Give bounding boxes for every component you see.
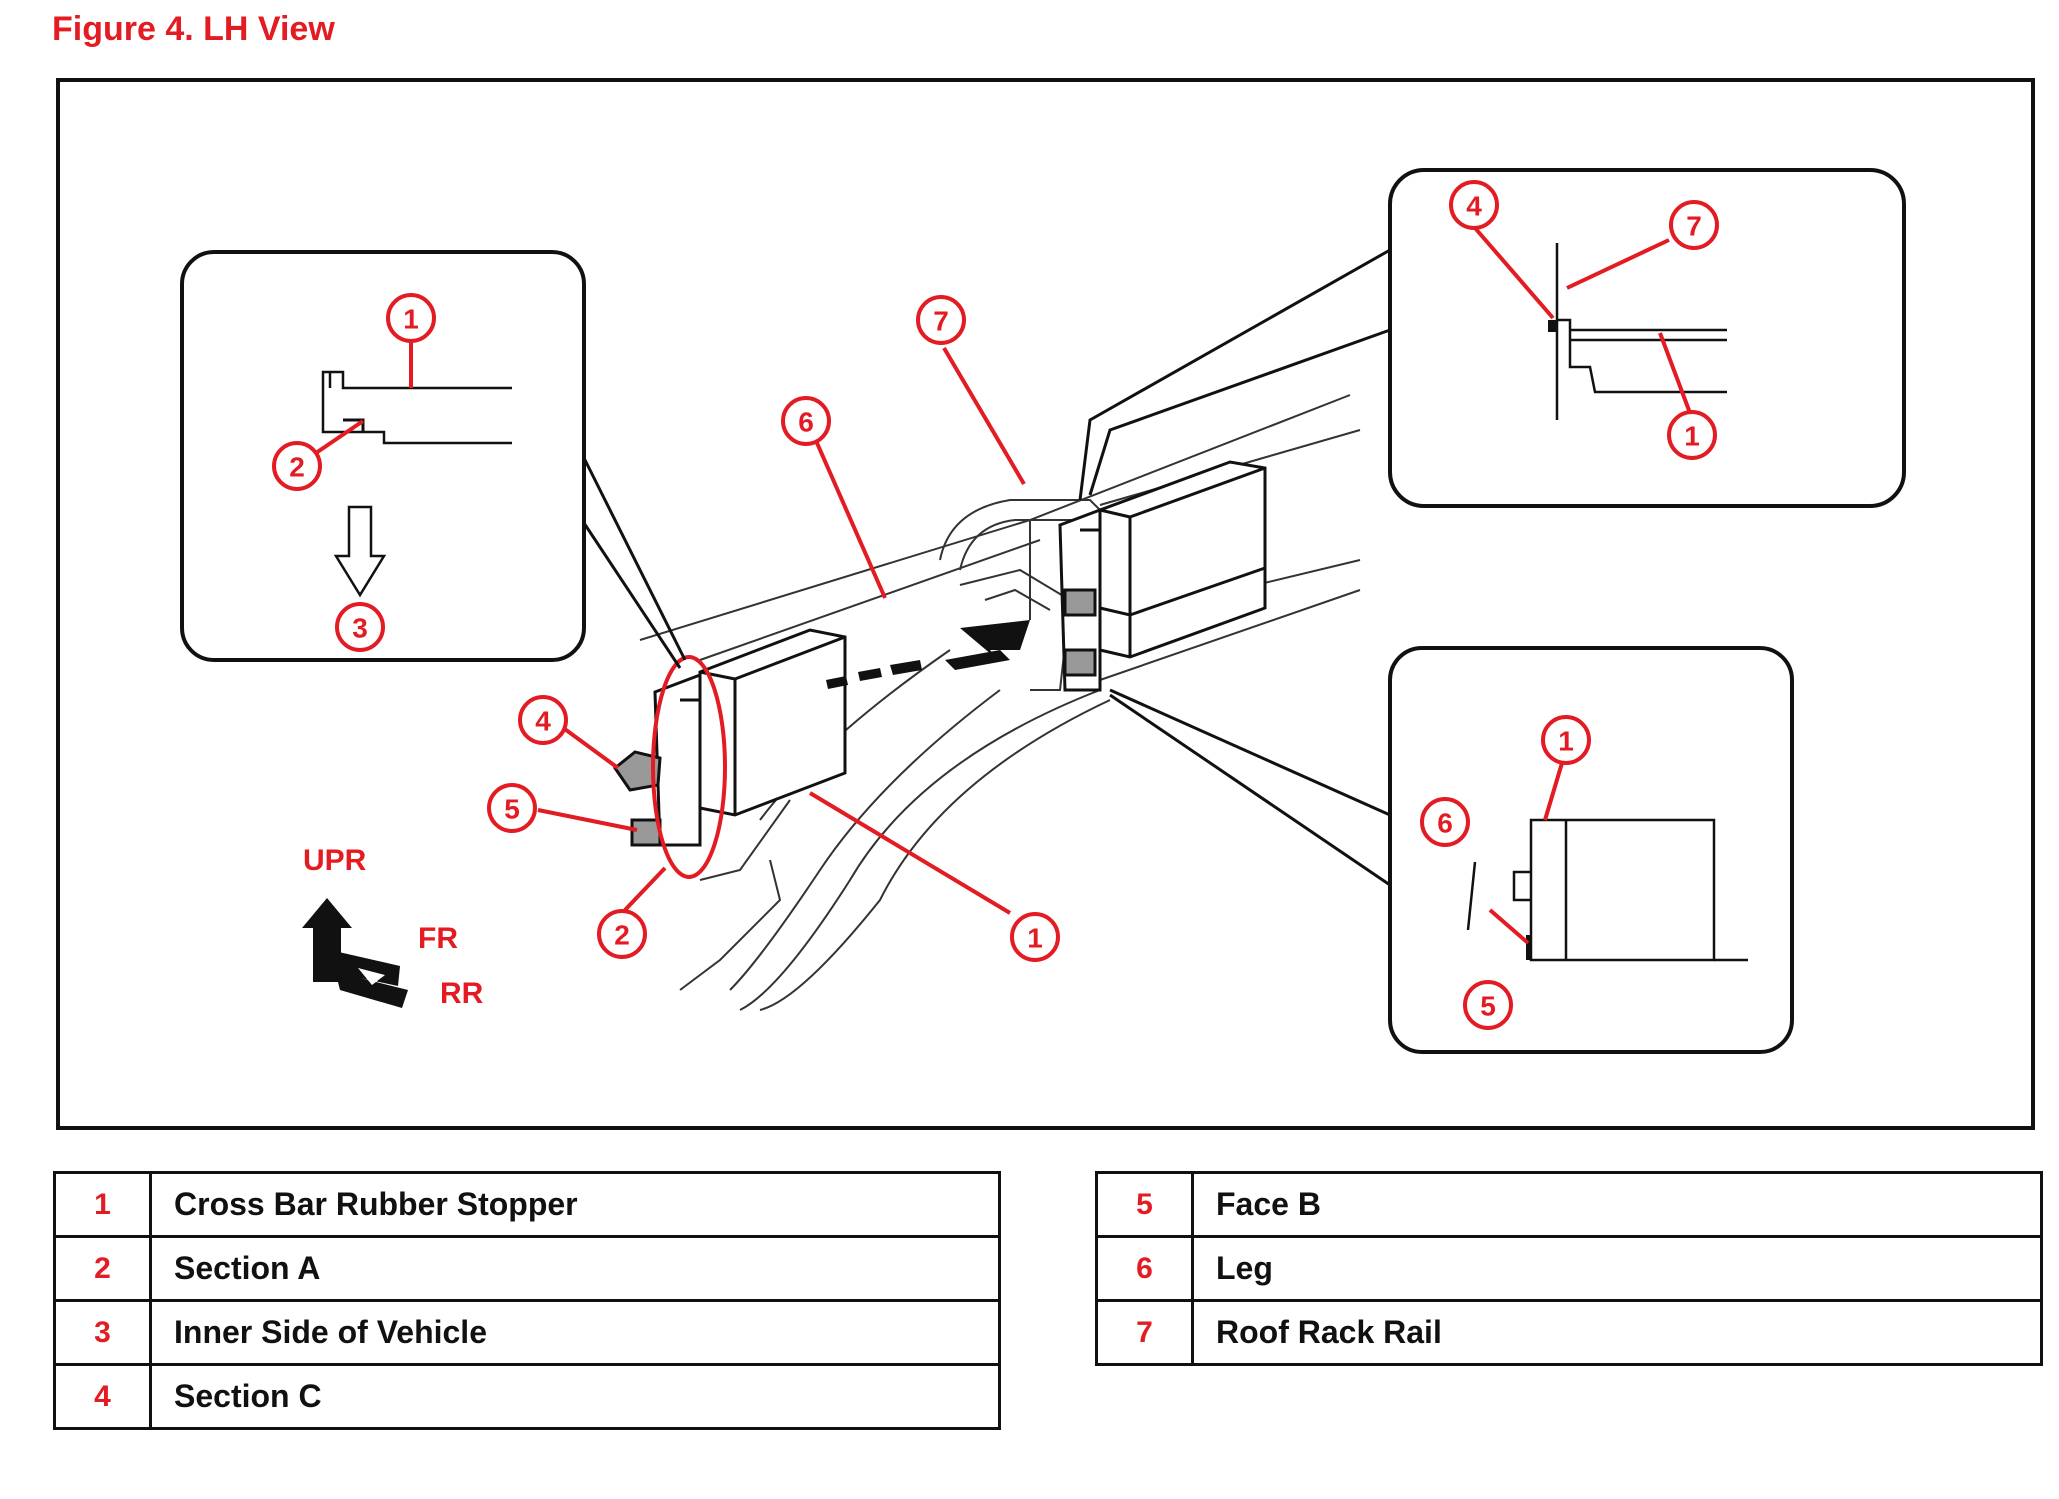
legend-table-right: 5 Face B 6 Leg 7 Roof Rack Rail	[1095, 1171, 2043, 1366]
orientation-indicator: UPR FR RR	[302, 844, 484, 1010]
callout-6-inset-b: 6	[1437, 808, 1453, 839]
inset-face-b	[1109, 646, 1794, 1054]
legend-row: 6 Leg	[1095, 1235, 2043, 1302]
legend-row: 7 Roof Rack Rail	[1095, 1299, 2043, 1366]
diagram-frame	[56, 78, 2035, 1130]
callout-5-inset-b: 5	[1480, 991, 1496, 1022]
orientation-up-label: UPR	[303, 844, 367, 877]
near-stopper-block	[612, 628, 847, 847]
legend-label: Leg	[1191, 1235, 2043, 1302]
legend-label: Cross Bar Rubber Stopper	[149, 1171, 1001, 1238]
legend-label: Section C	[149, 1363, 1001, 1430]
diagram: 1 2 3 7 6 4 5 2 1 4 7 1 1 6 5 UPR FR RR	[56, 78, 2036, 1130]
callout-7-main: 7	[933, 306, 949, 337]
callout-1-inset-a: 1	[403, 304, 419, 335]
callout-4-main: 4	[535, 706, 551, 737]
legend-number: 3	[53, 1299, 152, 1366]
inset-section-c	[1078, 168, 1906, 508]
callout-1-inset-b: 1	[1558, 726, 1574, 757]
legend-number: 2	[53, 1235, 152, 1302]
legend-label: Face B	[1191, 1171, 2043, 1238]
legend-label: Roof Rack Rail	[1191, 1299, 2043, 1366]
figure-title: Figure 4. LH View	[52, 10, 335, 48]
far-stopper-block	[1058, 460, 1267, 692]
legend-label: Inner Side of Vehicle	[149, 1299, 1001, 1366]
legend-label: Section A	[149, 1235, 1001, 1302]
section-a-highlight	[651, 655, 727, 879]
leader-lines	[311, 226, 1692, 945]
orientation-rear-label: RR	[440, 977, 484, 1010]
inset-section-a	[180, 250, 687, 669]
legend-row: 3 Inner Side of Vehicle	[53, 1299, 1001, 1366]
callout-1-inset-c: 1	[1684, 421, 1700, 452]
legend-number: 4	[53, 1363, 152, 1430]
callout-1-main: 1	[1027, 923, 1043, 954]
legend-number: 5	[1095, 1171, 1194, 1238]
legend-number: 6	[1095, 1235, 1194, 1302]
legend-table-left: 1 Cross Bar Rubber Stopper 2 Section A 3…	[53, 1171, 1001, 1430]
callout-7-inset-c: 7	[1686, 211, 1702, 242]
callout-6-main: 6	[798, 407, 814, 438]
callout-3-inset-a: 3	[352, 613, 368, 644]
callout-2-main: 2	[614, 920, 630, 951]
inner-side-arrow-icon	[333, 505, 387, 598]
legend-row: 1 Cross Bar Rubber Stopper	[53, 1171, 1001, 1238]
callout-2-inset-a: 2	[289, 452, 305, 483]
legend-row: 4 Section C	[53, 1363, 1001, 1430]
callout-numbers: 1 2 3 7 6 4 5 2 1 4 7 1 1 6 5	[289, 191, 1702, 1022]
diagram-svg: 1 2 3 7 6 4 5 2 1 4 7 1 1 6 5 UPR FR RR	[56, 78, 2035, 1130]
legend-number: 1	[53, 1171, 152, 1238]
callout-5-main: 5	[504, 794, 520, 825]
orientation-front-label: FR	[418, 922, 458, 955]
legend-row: 5 Face B	[1095, 1171, 2043, 1238]
legend-row: 2 Section A	[53, 1235, 1001, 1302]
callout-4-inset-c: 4	[1466, 191, 1482, 222]
install-direction-arrow	[826, 620, 1030, 689]
legend-number: 7	[1095, 1299, 1194, 1366]
